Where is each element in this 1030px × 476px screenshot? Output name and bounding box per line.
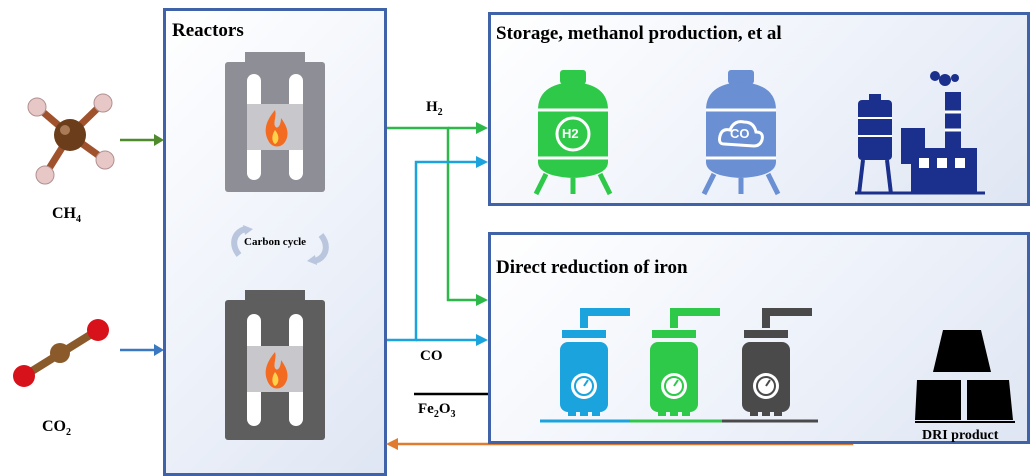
h2-tank-label: H2 bbox=[562, 126, 579, 141]
co-tank-icon bbox=[701, 70, 781, 196]
co2-molecule bbox=[13, 319, 109, 387]
reactor-top-icon bbox=[225, 52, 325, 192]
dri-product-label: DRI product bbox=[922, 428, 999, 443]
methanol-plant-icon bbox=[855, 71, 985, 195]
co2-arrow bbox=[120, 344, 164, 356]
dri-furnace-gray-icon bbox=[722, 308, 818, 423]
co-tank-label: CO bbox=[730, 126, 750, 141]
dri-furnace-green-icon bbox=[630, 308, 726, 423]
h2-tank-icon bbox=[533, 70, 613, 196]
dri-furnace-blue-icon bbox=[540, 308, 636, 423]
dri-title: Direct reduction of iron bbox=[496, 257, 688, 278]
methane-molecule bbox=[27, 93, 115, 185]
reactors-title: Reactors bbox=[172, 20, 244, 41]
ch4-arrow bbox=[120, 134, 164, 146]
reactor-bottom-icon bbox=[225, 290, 325, 440]
co2-label: CO2 bbox=[42, 418, 71, 439]
carbon-cycle-label: Carbon cycle bbox=[244, 236, 307, 248]
storage-title: Storage, methanol production, et al bbox=[496, 23, 782, 44]
dri-ingots-icon bbox=[915, 330, 1015, 423]
carbon-cycle-arrows bbox=[231, 225, 329, 265]
h2-stream-label: H2 bbox=[426, 99, 443, 118]
ch4-label: CH4 bbox=[52, 205, 81, 226]
fe2o3-stream-label: Fe2O3 bbox=[418, 401, 456, 420]
co-stream-label: CO bbox=[420, 348, 443, 364]
